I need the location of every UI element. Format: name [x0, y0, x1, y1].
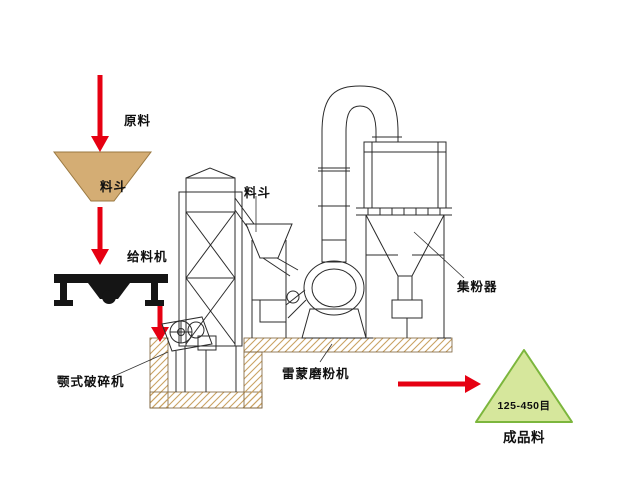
label-powder-collector: 集粉器: [457, 280, 498, 294]
label-raw-material: 原料: [124, 114, 152, 128]
foundation-hatching: [149, 337, 453, 409]
powder-collector-machine: [356, 141, 452, 339]
label-jaw-crusher: 颚式破碎机: [57, 375, 125, 389]
label-hopper-mid: 料斗: [244, 186, 272, 200]
label-mesh-range: 125-450目: [497, 400, 551, 412]
arrow-hopper-to-feeder: [91, 207, 109, 265]
label-raymond-mill: 雷蒙磨粉机: [282, 367, 350, 381]
bucket-elevator: [178, 167, 255, 392]
flow-arrows: [91, 75, 481, 393]
label-finished-product: 成品料: [503, 430, 545, 445]
feeder-machine: [54, 274, 168, 306]
label-leader-lines: [111, 196, 465, 378]
mill-feed-hopper: [245, 223, 299, 338]
jaw-crusher-machine: [161, 316, 217, 392]
air-duct-pipes: [318, 85, 402, 240]
arrow-to-finished-product: [398, 375, 481, 393]
arrow-raw-to-hopper: [91, 75, 109, 152]
arrow-feeder-to-crusher: [151, 306, 169, 342]
label-feeder: 给料机: [127, 250, 168, 264]
finished-product-triangle: [475, 349, 573, 423]
feed-hopper-shape: [52, 151, 153, 202]
raymond-mill-machine: [259, 239, 367, 339]
label-hopper-top: 料斗: [100, 180, 128, 194]
